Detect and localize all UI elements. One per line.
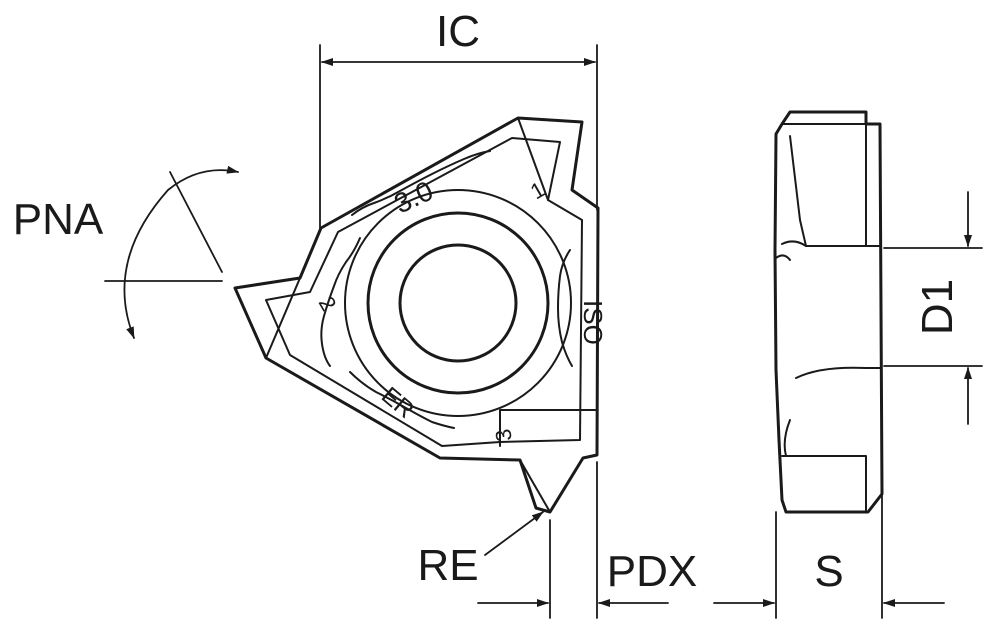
pdx-dimension: PDX (477, 461, 697, 619)
pna-angle-line (169, 171, 223, 273)
s-label: S (814, 547, 843, 596)
insert-bevel-edge (265, 137, 583, 447)
ic-label: IC (436, 7, 480, 56)
side-mid-edge (789, 135, 881, 247)
insert-front-view: 3.0 ISO ER 1 2 3 (233, 116, 608, 514)
side-bottom-edge (781, 419, 867, 513)
iso-marking: ISO (578, 300, 608, 345)
side-top-edge (781, 123, 867, 247)
tip-bottom-flank (519, 459, 551, 513)
insert-side-view (773, 110, 884, 514)
insert-outline (233, 116, 600, 514)
d1-label: D1 (913, 279, 962, 335)
pdx-label: PDX (607, 547, 697, 596)
corner-1-marking: 1 (526, 177, 549, 205)
s-dimension: S (713, 493, 945, 619)
pna-arc (123, 165, 239, 339)
tip-top-right (517, 117, 549, 201)
chipbreaker-land (320, 150, 573, 429)
side-upper-land (775, 240, 807, 261)
re-dimension: RE (417, 511, 544, 590)
pna-dimension: PNA (13, 165, 239, 339)
clamp-hole (398, 243, 518, 363)
corner-2-marking: 2 (314, 292, 342, 315)
hole-chamfer-ring (366, 211, 550, 395)
land-ring (344, 189, 572, 417)
side-outline (773, 110, 884, 514)
corner-3-marking: 3 (490, 427, 517, 443)
side-lower-land (795, 366, 881, 379)
re-leader (484, 511, 544, 556)
pna-label: PNA (13, 195, 104, 244)
tip-left (265, 277, 301, 359)
d1-dimension: D1 (883, 191, 983, 425)
re-label: RE (417, 541, 478, 590)
tip-bottom (499, 409, 598, 447)
ic-dimension: IC (319, 7, 598, 229)
